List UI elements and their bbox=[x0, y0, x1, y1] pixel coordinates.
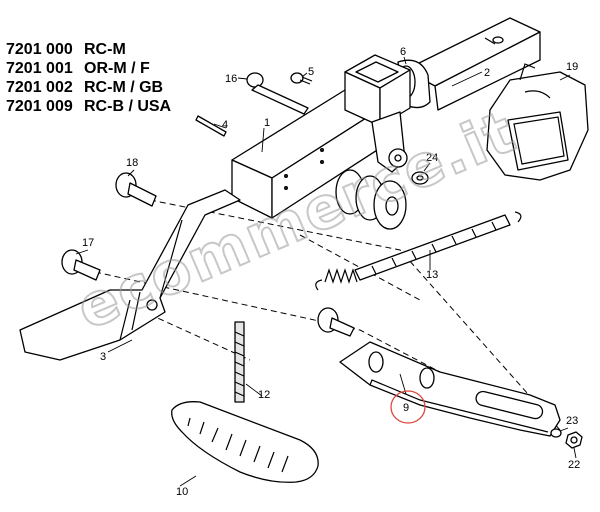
highlight-ring bbox=[390, 390, 426, 424]
part-19-cover bbox=[486, 63, 589, 181]
bushing-set bbox=[335, 169, 407, 230]
callout-23: 23 bbox=[566, 415, 578, 427]
model-row: 7201 000 RC-M bbox=[6, 40, 171, 59]
part-9-slotted-plate bbox=[339, 341, 561, 437]
model-variant: OR-M / F bbox=[84, 60, 150, 77]
part-18-bolt bbox=[115, 172, 157, 207]
callout-17: 17 bbox=[82, 237, 94, 249]
model-row: 7201 001 OR-M / F bbox=[6, 59, 171, 78]
model-code: 7201 002 bbox=[6, 79, 73, 96]
callout-9: 9 bbox=[403, 402, 409, 414]
part-16-bolt bbox=[246, 72, 309, 115]
model-code: 7201 000 bbox=[6, 41, 73, 58]
model-code: 7201 001 bbox=[6, 60, 73, 77]
callout-24: 24 bbox=[426, 152, 438, 164]
part-17-bolt bbox=[61, 249, 101, 281]
callout-16: 16 bbox=[225, 73, 237, 85]
part-24-washer bbox=[411, 171, 429, 185]
part-4-pin bbox=[195, 115, 227, 137]
callout-12: 12 bbox=[258, 389, 270, 401]
callout-labels: 1 2 3 4 5 6 9 10 12 13 16 17 18 19 22 23… bbox=[82, 46, 580, 498]
leader-lines bbox=[75, 56, 577, 487]
callout-3: 3 bbox=[100, 351, 106, 363]
model-variant: RC-M / GB bbox=[84, 79, 164, 96]
callout-13: 13 bbox=[426, 269, 438, 281]
model-code: 7201 009 bbox=[6, 98, 73, 115]
callout-2: 2 bbox=[484, 67, 490, 79]
pivot-bolt bbox=[317, 307, 355, 337]
assembly-lines bbox=[94, 189, 561, 431]
part-12-strip bbox=[234, 321, 245, 403]
part-23-washer bbox=[550, 428, 562, 438]
callout-10: 10 bbox=[176, 486, 188, 498]
part-2-rear-tube bbox=[404, 17, 541, 111]
part-13-spring bbox=[315, 211, 522, 291]
part-3-swing-arm bbox=[19, 189, 241, 361]
callout-1: 1 bbox=[264, 117, 270, 129]
model-variant: RC-B / USA bbox=[84, 98, 172, 115]
part-1-main-beam bbox=[231, 54, 411, 219]
callout-4: 4 bbox=[222, 119, 228, 131]
model-variant: RC-M bbox=[84, 41, 126, 58]
part-22-nut bbox=[565, 431, 583, 449]
part-5-screw bbox=[290, 72, 313, 85]
model-row: 7201 002 RC-M / GB bbox=[6, 78, 171, 97]
part-10-guard-plate bbox=[171, 401, 319, 483]
callout-22: 22 bbox=[568, 459, 580, 471]
callout-19: 19 bbox=[566, 61, 578, 73]
callout-6: 6 bbox=[400, 46, 406, 58]
model-row: 7201 009 RC-B / USA bbox=[6, 97, 171, 116]
callout-18: 18 bbox=[126, 157, 138, 169]
callout-5: 5 bbox=[308, 66, 314, 78]
